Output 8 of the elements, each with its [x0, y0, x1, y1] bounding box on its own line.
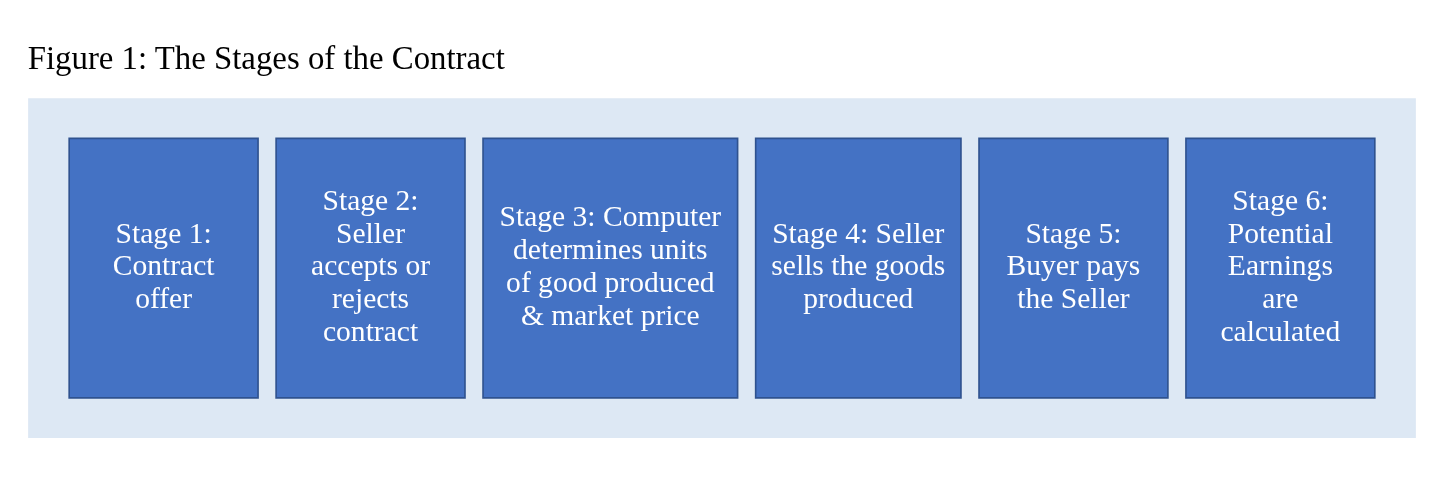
- node-box: Stage 6: Potential Earnings are calculated: [1185, 137, 1376, 399]
- diagram-title: Figure 1: The Stages of the Contract: [27, 40, 505, 77]
- node-box: Stage 3: Computer determines units of good produced & market price: [482, 137, 739, 399]
- node-box: Stage 5: Buyer pays the Seller: [978, 137, 1169, 399]
- node-box: Stage 4: Seller sells the goods produced: [754, 137, 962, 399]
- cluster: [28, 98, 1416, 439]
- node-box: Stage 2: Seller accepts or rejects contract: [275, 137, 466, 399]
- node-box: Stage 1: Contract offer: [68, 137, 259, 399]
